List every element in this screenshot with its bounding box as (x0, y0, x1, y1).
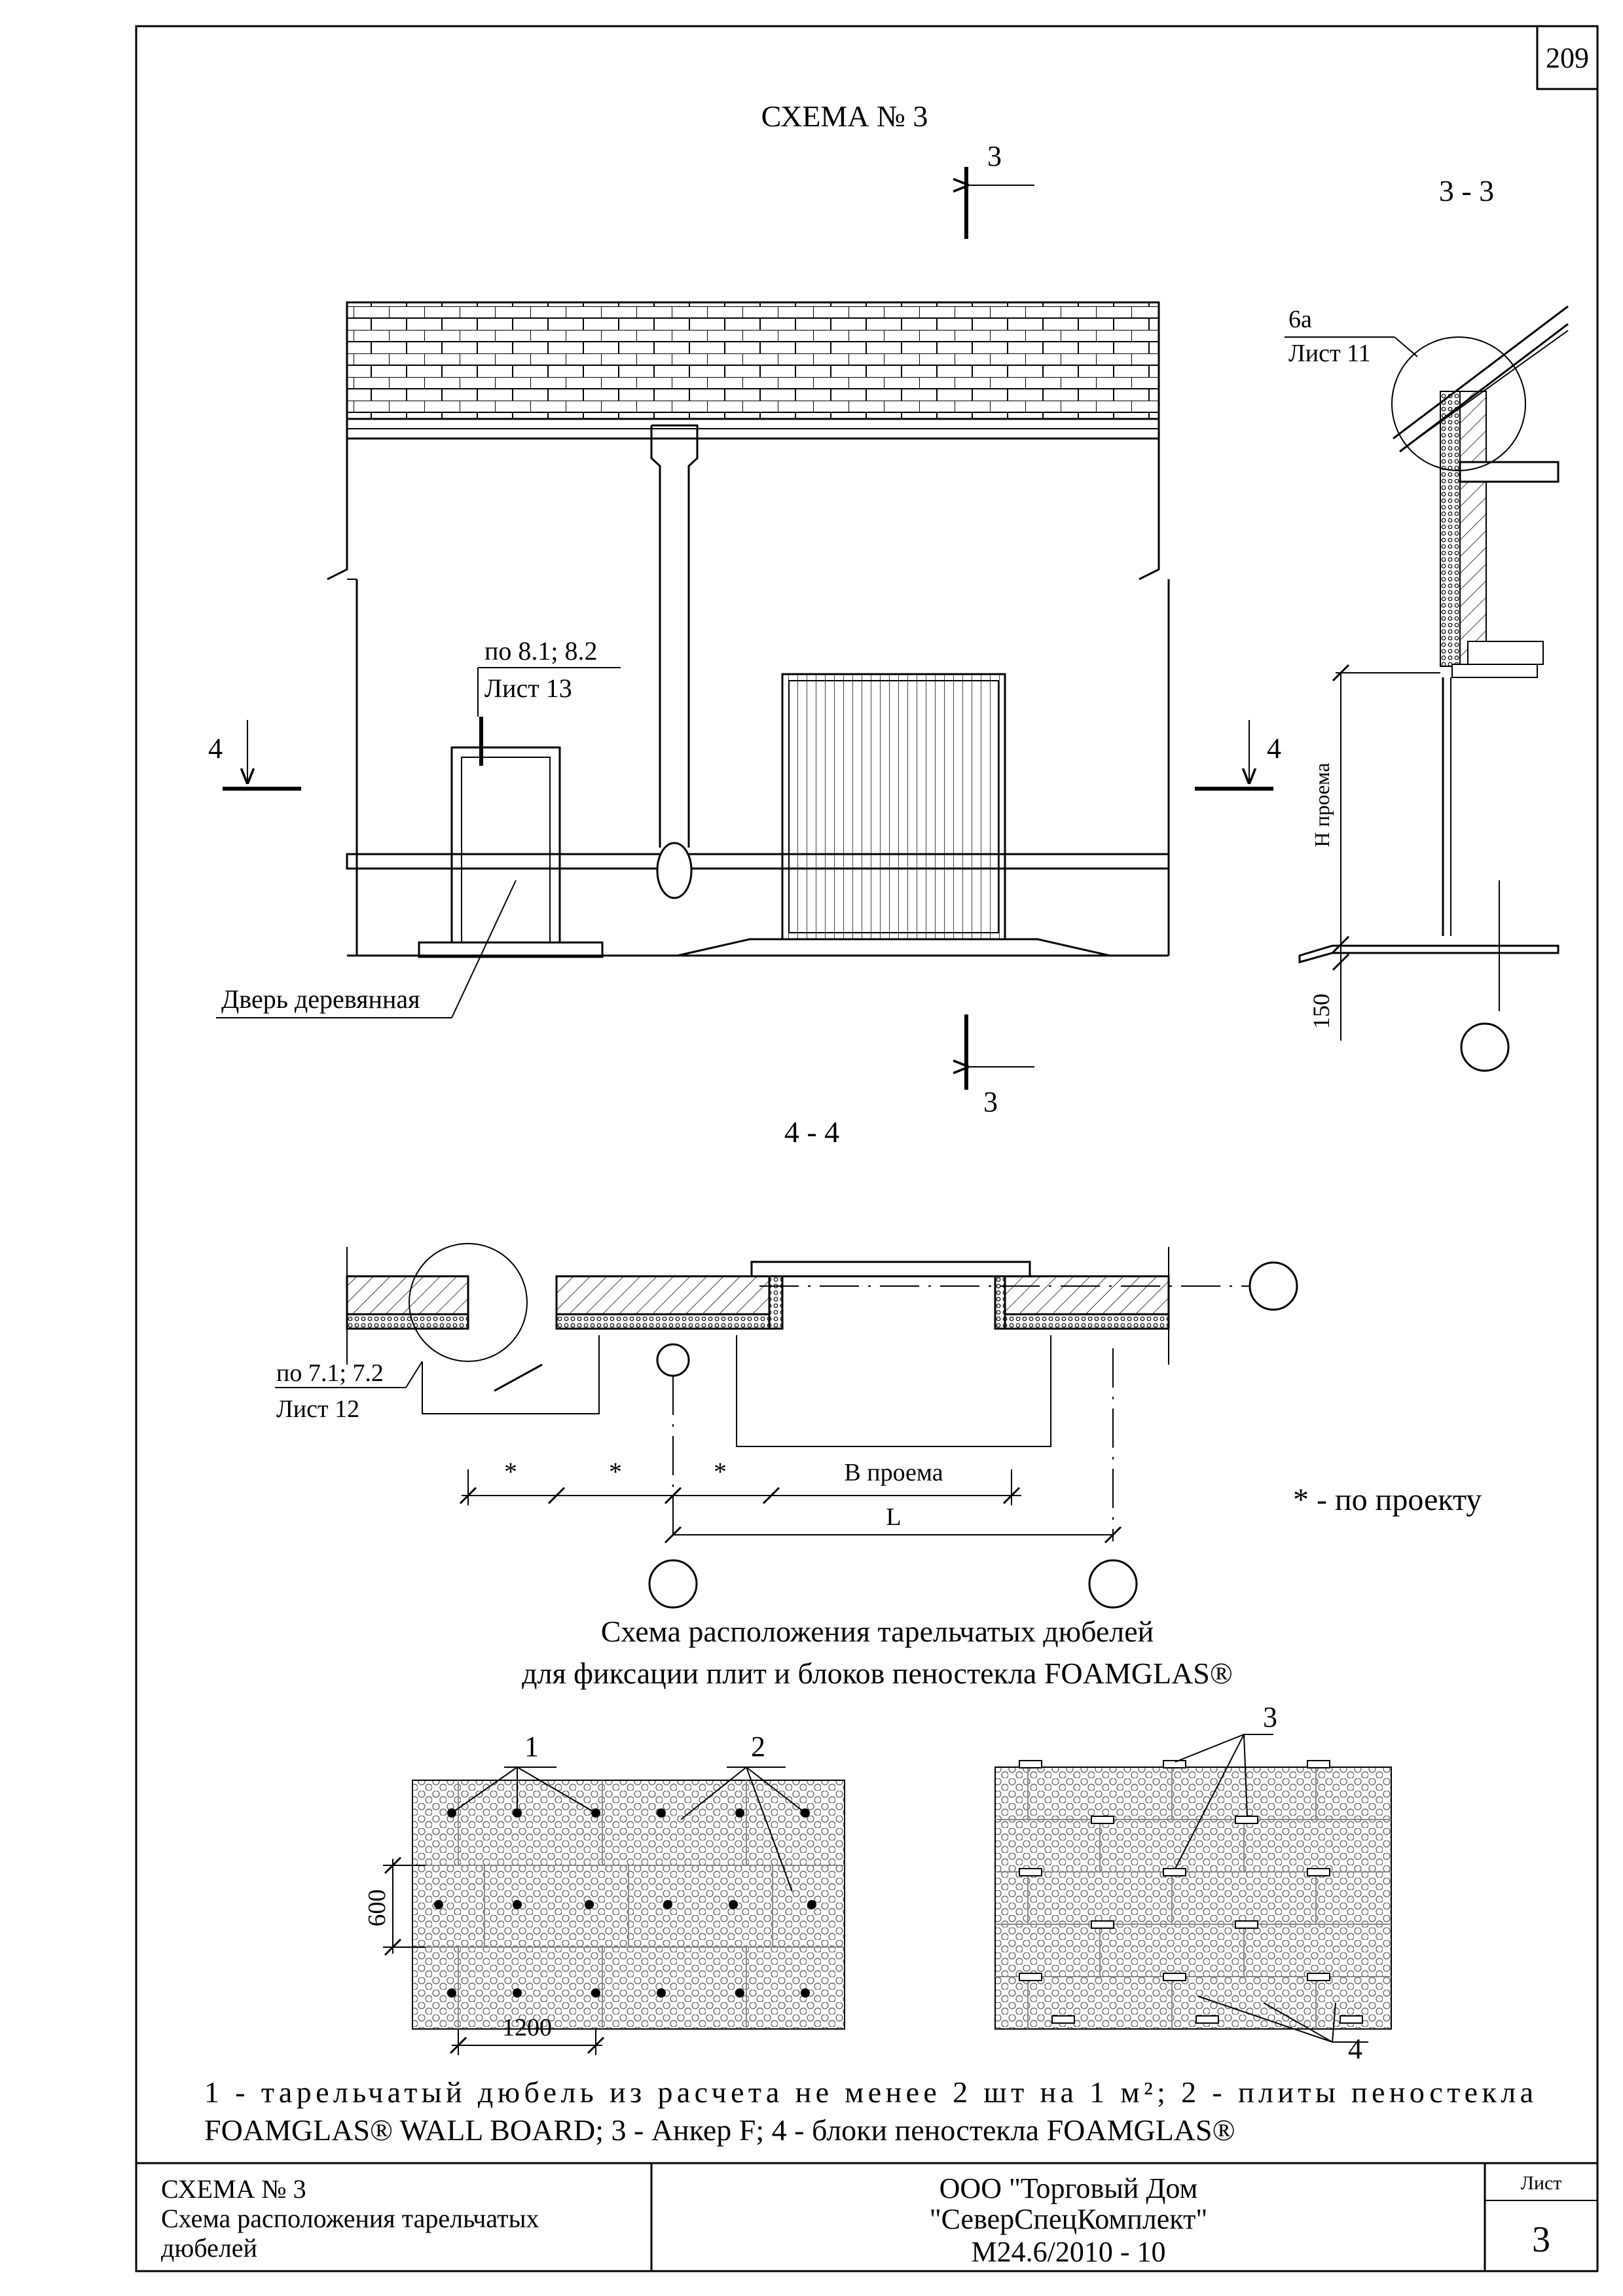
dowel-scheme-title-2: для фиксации плит и блоков пеностекла FO… (522, 1657, 1233, 1690)
anchor-marks (1019, 1760, 1363, 2024)
title-block-scheme: СХЕМА № 3 (161, 2174, 306, 2204)
section-4-4-title: 4 - 4 (784, 1115, 839, 1149)
facade-elevation (327, 301, 1170, 958)
star-dim-3: * (714, 1457, 727, 1486)
svg-text:Лист 12: Лист 12 (276, 1395, 359, 1423)
page-number: 209 (1546, 42, 1589, 74)
roller-gate (781, 673, 1006, 941)
title-block: СХЕМА № 3 Схема расположения тарельчатых… (136, 2162, 1597, 2271)
door-callout: по 8.1; 8.2 Лист 13 Дверь деревянная (216, 636, 621, 1018)
downpipe (651, 424, 699, 848)
svg-text:4: 4 (208, 732, 223, 764)
length-dim: L (886, 1503, 901, 1531)
section-4-left-marker: 4 (208, 720, 301, 791)
wall-board-layout: 1 2 600 1200 (363, 1731, 845, 2055)
svg-text:3: 3 (983, 1086, 998, 1118)
section-4-right-marker: 4 (1195, 720, 1281, 791)
section-4-4-drawing: по 7.1; 7.2 Лист 12 * * * В проема L (275, 1243, 1298, 1609)
b-opening-dim: В проема (844, 1459, 943, 1486)
section-3-3-drawing: Н проема 150 6а Лист 11 (1285, 305, 1569, 1072)
wooden-door (450, 746, 561, 944)
star-dim-1: * (504, 1457, 517, 1486)
sheet-number: 3 (1532, 2219, 1550, 2260)
page-number-box (1536, 25, 1599, 90)
svg-text:по 7.1; 7.2: по 7.1; 7.2 (276, 1359, 384, 1387)
company-line-2: "СеверСпецКомплект" (930, 2203, 1208, 2235)
section-3-bottom-marker: 3 (966, 1014, 1034, 1118)
scheme-title: СХЕМА № 3 (761, 99, 928, 133)
svg-text:4: 4 (1267, 732, 1281, 764)
star-note: * - по проекту (1293, 1482, 1482, 1517)
dim-1200: 1200 (502, 2014, 552, 2041)
svg-text:по 8.1; 8.2: по 8.1; 8.2 (484, 636, 598, 666)
h-opening-dim: Н проема (1310, 762, 1334, 847)
svg-text:6а: 6а (1288, 306, 1312, 333)
svg-text:Лист 11: Лист 11 (1288, 340, 1371, 367)
svg-text:3: 3 (987, 140, 1002, 172)
legend-line-2: FOAMGLAS® WALL BOARD; 3 - Анкер F; 4 - б… (204, 2113, 1235, 2147)
dowel-scheme-title-1: Схема расположения тарельчатых дюбелей (601, 1615, 1154, 1648)
sheet-label: Лист (1521, 2172, 1562, 2194)
roof-tiles (346, 301, 1160, 420)
legend-line-1: 1 - тарельчатый дюбель из расчета не мен… (204, 2075, 1533, 2109)
h150-dim: 150 (1308, 994, 1334, 1029)
title-block-desc-2: дюбелей (161, 2233, 257, 2263)
company-line-1: ООО "Торговый Дом (939, 2172, 1198, 2204)
item-3-label: 3 (1263, 1701, 1277, 1733)
svg-text:Дверь деревянная: Дверь деревянная (221, 984, 420, 1014)
svg-text:Лист 13: Лист 13 (484, 673, 572, 703)
sheet-frame (135, 25, 1599, 2272)
section-3-top-marker: 3 (966, 140, 1034, 239)
item-1-label: 1 (524, 1731, 539, 1763)
section-3-3-title: 3 - 3 (1439, 174, 1494, 207)
document-code: М24.6/2010 - 10 (972, 2236, 1166, 2268)
dim-600: 600 (363, 1890, 391, 1927)
title-block-desc-1: Схема расположения тарельчатых (161, 2204, 539, 2233)
item-2-label: 2 (751, 1731, 765, 1763)
star-dim-2: * (609, 1457, 622, 1486)
item-4-label: 4 (1348, 2033, 1362, 2065)
plinth-band (346, 853, 1170, 870)
foamglas-block-layout: 3 4 (994, 1701, 1392, 2065)
